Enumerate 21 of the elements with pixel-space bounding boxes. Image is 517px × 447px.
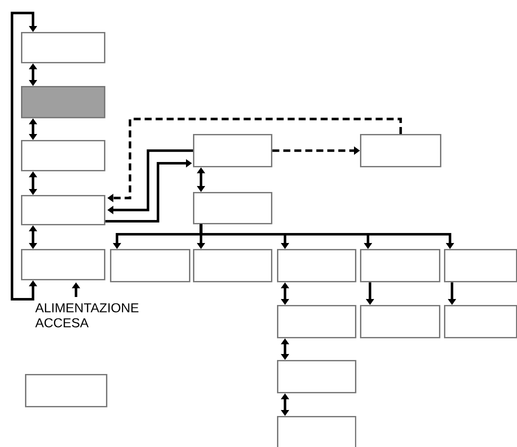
empty-box xyxy=(193,134,272,168)
empty-box xyxy=(360,134,442,168)
empty-box xyxy=(444,249,517,282)
empty-box xyxy=(21,86,106,118)
empty-box xyxy=(277,249,356,282)
label-text: ALIMENTAZIONE ACCESA xyxy=(35,303,138,328)
empty-box xyxy=(21,32,106,64)
empty-box xyxy=(360,305,440,338)
empty-box xyxy=(21,249,106,280)
empty-box xyxy=(21,195,106,226)
empty-box xyxy=(360,249,440,282)
empty-box xyxy=(110,249,190,282)
empty-box xyxy=(193,249,272,282)
empty-box xyxy=(277,416,356,447)
empty-box xyxy=(21,140,106,172)
empty-box xyxy=(193,192,272,224)
empty-box xyxy=(444,305,517,338)
empty-box xyxy=(25,374,108,408)
empty-box xyxy=(277,305,356,338)
empty-box xyxy=(277,360,356,394)
arrow xyxy=(10,12,38,301)
